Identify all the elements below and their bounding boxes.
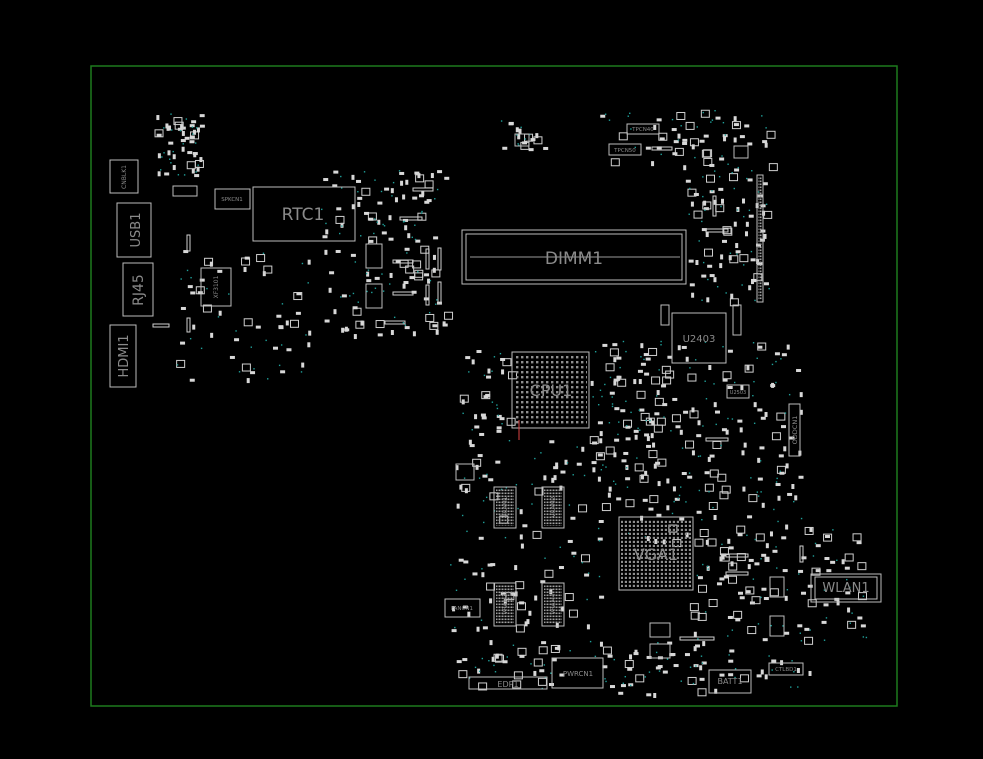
label-usb1: USB1 (129, 213, 144, 248)
label-cnbl: CNBLK1 (121, 165, 128, 189)
label-wlan1: WLAN1 (822, 581, 869, 596)
gpu-vga1[interactable]: VGA1 (618, 516, 694, 591)
memory-slot-dimm1[interactable]: DIMM1 (461, 229, 687, 285)
label-fancn1: FANCN1 (451, 606, 473, 612)
label-dimm1: DIMM1 (545, 249, 603, 269)
memory-chip-vram4[interactable]: VRAM4 (541, 582, 565, 627)
vias (159, 110, 868, 690)
label-edp1: EDP1 (497, 680, 518, 689)
connector-wlan1[interactable]: WLAN1 (810, 573, 882, 603)
memory-chip-vram2[interactable]: VRAM2 (541, 486, 565, 529)
label-tpcn40: TPCN40 (631, 127, 654, 133)
connector-ctlbd1[interactable]: CTLBD1 (768, 662, 804, 676)
label-tpcn50: TPCN50 (613, 148, 636, 154)
connector-pwrcn1[interactable]: PWRCN1 (551, 657, 604, 689)
connector-cnbl[interactable]: CNBLK1 (109, 159, 139, 194)
connector-rj45[interactable]: RJ45 (122, 262, 154, 317)
label-cpu1: CPU1 (530, 381, 573, 400)
label-vram3: VRAM3 (502, 593, 509, 614)
connector-spkcn1[interactable]: SPKCN1 (214, 188, 251, 210)
small-components (152, 109, 867, 698)
label-vram1: VRAM1 (502, 496, 509, 517)
label-vram4: VRAM4 (550, 593, 557, 614)
connector-batt1[interactable]: BATT1 (708, 669, 752, 694)
connector-edp1[interactable]: EDP1 (468, 676, 548, 690)
label-batt1: BATT1 (717, 677, 742, 686)
connector-usb1[interactable]: USB1 (116, 202, 152, 258)
label-rtc1: RTC1 (282, 205, 325, 225)
connector-hdmi1[interactable]: HDMI1 (109, 324, 137, 388)
rtc-battery-rtc1[interactable]: RTC1 (252, 186, 356, 242)
label-u2403: U2403 (683, 334, 716, 345)
label-hdmi1: HDMI1 (117, 334, 132, 377)
label-vram2: VRAM2 (550, 496, 557, 517)
connector-oddcn1[interactable]: ODDCN1 (788, 403, 801, 457)
board-outline (90, 65, 898, 707)
label-vga1: VGA1 (634, 545, 678, 564)
label-spkcn1: SPKCN1 (221, 197, 243, 203)
label-pwrcn1: PWRCN1 (563, 670, 593, 678)
label-xf3101: XF3101 (213, 275, 220, 298)
memory-chip-vram1[interactable]: VRAM1 (493, 486, 517, 529)
memory-chip-vram3[interactable]: VRAM3 (493, 582, 517, 627)
processor-cpu1[interactable]: CPU1 (511, 351, 590, 440)
label-ctlbd1: CTLBD1 (775, 667, 797, 673)
connector-tpcn40[interactable]: TPCN40 (626, 123, 660, 135)
connector-tpcn50[interactable]: TPCN50 (608, 143, 642, 156)
label-rj45: RJ45 (131, 274, 147, 306)
chip-u2403[interactable]: U2403 (671, 312, 727, 364)
connector-fancn1[interactable]: FANCN1 (444, 598, 481, 618)
chip-u2503[interactable]: U2503 (726, 384, 750, 399)
chip-xf3101[interactable]: XF3101 (200, 267, 232, 307)
label-oddcn1: ODDCN1 (791, 416, 799, 445)
label-u2503: U2503 (730, 390, 746, 396)
